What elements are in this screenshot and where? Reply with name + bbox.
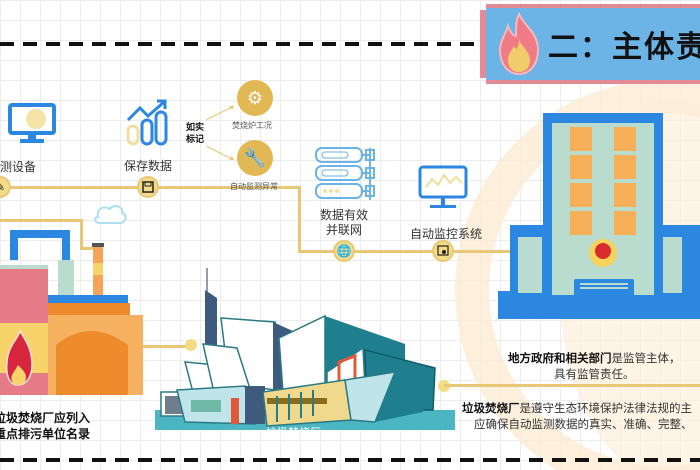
gov-desc-line2: 具有监管责任。	[554, 367, 635, 381]
node-label-network: 数据有效 并联网	[320, 208, 368, 238]
gov-desc-rest: 是监管主体，	[611, 351, 681, 365]
certificate-icon	[437, 245, 449, 256]
node-label-network-line2: 并联网	[326, 223, 363, 237]
plant-responsibility-description: 垃圾焚烧厂是遵守生态环境保护法律法规的主 应确保自动监测数据的真实、准确、完整、	[462, 400, 693, 432]
factory-caption-line2: 重点排污单位名录	[0, 427, 91, 441]
wrench-icon: 🔧	[243, 147, 267, 169]
incinerator-factory	[0, 205, 143, 395]
mark-label: 如实 标记	[186, 122, 204, 146]
node-label-save-data: 保存数据	[124, 159, 173, 173]
save-node[interactable]	[137, 176, 159, 198]
option-label-furnace: 焚烧炉工况	[232, 121, 272, 130]
plant-sign-label: 垃圾焚烧厂	[266, 426, 321, 439]
flow-line-middle	[298, 250, 700, 253]
wrench-icon: ✎	[0, 180, 5, 194]
top-dashed-divider	[0, 42, 478, 46]
auto-monitor-node[interactable]	[432, 240, 454, 262]
network-node[interactable]: 🌐	[333, 240, 355, 262]
section-title: 二：主体责	[548, 30, 700, 65]
globe-icon: 🌐	[336, 244, 352, 258]
factory-caption: 垃圾焚烧厂应列入 重点排污单位名录	[0, 410, 90, 442]
factory-pipe-line-v	[80, 219, 83, 249]
wrench-node[interactable]: ✎	[0, 176, 11, 198]
factory-pipe-line-h	[80, 247, 98, 250]
bottom-dashed-divider	[0, 458, 700, 462]
option-label-monitor-anomaly: 自动监测异常	[230, 182, 278, 191]
monitor-wave-icon	[418, 165, 468, 208]
mark-arrows	[205, 105, 235, 161]
mark-label-line1: 如实	[186, 123, 205, 133]
plant-desc-rest: 是遵守生态环境保护法律法规的主	[519, 401, 693, 415]
chart-growth-icon	[126, 99, 168, 146]
government-description: 地方政府和相关部门是监管主体， 具有监管责任。	[508, 350, 681, 382]
plant-connector-left	[140, 345, 192, 348]
waste-incineration-plant-building	[155, 268, 455, 430]
government-building	[498, 113, 700, 319]
fire-icon	[498, 12, 540, 76]
gov-divider-line	[444, 384, 700, 387]
gears-option: ⚙	[237, 80, 273, 116]
wrench-option: 🔧	[237, 140, 273, 176]
title-accent-bar	[480, 10, 486, 78]
plant-connector-dot	[185, 339, 197, 351]
flow-line-vertical	[298, 186, 301, 252]
node-label-auto-monitor: 自动监控系统	[410, 227, 483, 241]
monitor-icon	[8, 103, 56, 143]
mark-label-line2: 标记	[186, 135, 205, 145]
factory-pipe-line	[0, 219, 82, 222]
plant-desc-line2: 应确保自动监测数据的真实、准确、完整、	[474, 417, 693, 431]
gov-desc-bold: 地方政府和相关部门	[508, 351, 612, 365]
plant-desc-bold: 垃圾焚烧厂	[462, 401, 520, 415]
server-icon	[315, 147, 375, 200]
node-label-network-line1: 数据有效	[320, 208, 369, 222]
node-label-monitoring-device: 测设备	[0, 160, 37, 174]
factory-caption-line1: 垃圾焚烧厂应列入	[0, 411, 91, 425]
gears-icon: ⚙	[246, 87, 264, 109]
floppy-disk-icon	[142, 181, 154, 193]
